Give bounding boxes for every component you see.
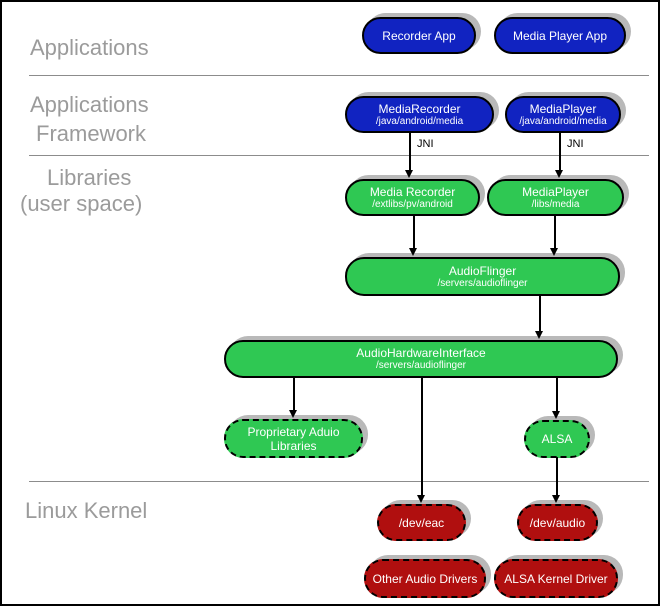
node-title: AudioHardwareInterface (356, 346, 486, 360)
node-title: MediaRecorder (378, 101, 461, 116)
node-path: /libs/media (531, 198, 580, 210)
node-path: /servers/audioflinger (437, 277, 528, 289)
divider-applications-framework (29, 75, 649, 76)
arrowhead-down-icon (552, 495, 560, 503)
connector-ahi-to-proprietary (293, 377, 295, 410)
connector-alsa-to-dev-audio (556, 457, 558, 495)
section-label-text: Applications (30, 35, 149, 60)
node-title: ALSA Kernel Driver (504, 571, 608, 586)
arrowhead-down-icon (289, 410, 297, 418)
arrowhead-down-icon (409, 248, 417, 256)
connector-mediaplayer-to-audioflinger (554, 215, 556, 248)
node-audiohardwareinterface: AudioHardwareInterface /servers/audiofli… (224, 340, 618, 378)
node-audioflinger: AudioFlinger /servers/audioflinger (345, 257, 620, 296)
node-title: Other Audio Drivers (372, 571, 478, 586)
node-recorder-app: Recorder App (362, 17, 476, 54)
section-label-linux-kernel: Linux Kernel (25, 496, 147, 525)
connector-mediarecorder-fw-to-lib (409, 132, 411, 170)
connector-media-recorder-to-audioflinger (413, 215, 415, 248)
node-title: ALSA (541, 432, 573, 446)
node-title: Recorder App (382, 28, 456, 43)
section-label-applications: Applications (30, 33, 149, 62)
node-title: /dev/audio (529, 515, 586, 530)
node-title: Proprietary Aduio Libraries (247, 424, 340, 453)
section-label-text: Libraries (47, 165, 132, 190)
arrowhead-down-icon (535, 331, 543, 339)
connector-ahi-to-dev-eac (421, 377, 423, 495)
arrowhead-down-icon (555, 170, 563, 178)
section-label-text: Framework (36, 121, 147, 146)
node-mediarecorder-framework: MediaRecorder /java/android/media (345, 96, 494, 133)
section-label-libraries: Libraries (user space) (20, 165, 142, 217)
node-title: MediaPlayer (522, 184, 589, 199)
node-other-audio-drivers: Other Audio Drivers (364, 559, 486, 598)
node-path: /java/android/media (375, 115, 464, 127)
node-mediaplayer-lib: MediaPlayer /libs/media (487, 179, 624, 216)
section-label-text: Applications (30, 92, 149, 117)
node-title: Media Player App (512, 28, 608, 43)
jni-label-left: JNI (417, 138, 434, 150)
divider-framework-libraries (29, 155, 649, 156)
node-title: Media Recorder (369, 184, 456, 199)
node-media-player-app: Media Player App (494, 17, 626, 54)
section-label-text: (user space) (20, 191, 143, 216)
node-alsa-kernel-driver: ALSA Kernel Driver (494, 559, 618, 598)
connector-mediaplayer-fw-to-lib (559, 132, 561, 170)
divider-libraries-kernel (29, 481, 649, 482)
arrowhead-down-icon (550, 248, 558, 256)
arrowhead-down-icon (405, 170, 413, 178)
arrowhead-down-icon (552, 411, 560, 419)
section-label-applications-framework: Applications Framework (30, 90, 149, 148)
node-dev-eac: /dev/eac (377, 504, 466, 541)
node-title: AudioFlinger (448, 263, 517, 278)
connector-ahi-to-alsa (556, 377, 558, 411)
node-mediaplayer-framework: MediaPlayer /java/android/media (505, 96, 621, 133)
section-label-text: Linux Kernel (25, 498, 148, 523)
jni-label-right: JNI (567, 138, 584, 150)
node-proprietary-audio-libraries: Proprietary Aduio Libraries (224, 419, 363, 458)
node-media-recorder-lib: Media Recorder /extlibs/pv/android (345, 179, 480, 216)
node-title: /dev/eac (398, 515, 445, 530)
node-dev-audio: /dev/audio (517, 504, 598, 541)
node-title: MediaPlayer (529, 101, 597, 116)
connector-audioflinger-to-ahi (539, 295, 541, 331)
node-alsa: ALSA (524, 420, 590, 458)
node-path: /extlibs/pv/android (372, 198, 453, 210)
node-path: /servers/audioflinger (375, 360, 467, 371)
arrowhead-down-icon (417, 495, 425, 503)
node-path: /java/android/media (519, 115, 607, 127)
